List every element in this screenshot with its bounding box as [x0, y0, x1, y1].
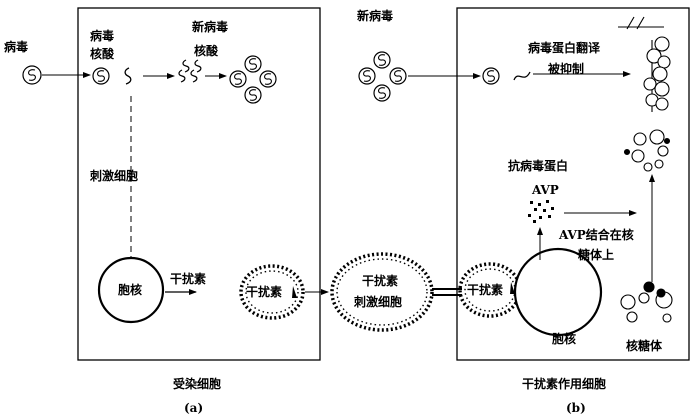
new-nucleic-acid-strands [178, 59, 202, 83]
nucleic-acid-strand [124, 67, 132, 85]
nucleic-acid-label: 核酸 [90, 46, 115, 61]
virus-particle-in-cell [92, 67, 110, 85]
translation-label-1: 病毒蛋白翻译 [528, 40, 601, 55]
interferon-cell-caption: 干扰素作用细胞 [522, 376, 606, 391]
stimulate-cell-label: 刺激细胞 [89, 168, 138, 183]
nucleus-a-label: 胞核 [118, 282, 142, 297]
translation-label-2: 被抑制 [548, 61, 584, 76]
ribosome-label: 核糖体 [626, 338, 663, 353]
ribosome-cluster-upper [623, 129, 671, 172]
avp-label: AVP [531, 183, 559, 197]
new-virus-cluster-a [229, 55, 277, 104]
avp-bind-label-2: 糖体上 [578, 247, 614, 262]
interferon-label-b1: 干扰素 [246, 284, 282, 299]
panel-a-caption: (a) [184, 401, 203, 415]
virus-in-cell-label: 病毒 [90, 28, 114, 43]
new-virus-label-a: 新病毒 [192, 19, 228, 34]
nucleic-acid-strand-b [513, 71, 531, 81]
antiviral-protein-label: 抗病毒蛋白 [508, 158, 568, 173]
nucleus-b-label: 胞核 [552, 331, 576, 346]
nucleus-b [513, 247, 603, 337]
interferon-stimulating-particle [330, 252, 434, 332]
interferon-label-b2: 干扰素 [362, 273, 398, 288]
infected-cell-caption: 受染细胞 [173, 376, 221, 391]
interferon-label-a: 干扰素 [170, 271, 206, 286]
new-virus-label-b: 新病毒 [357, 8, 393, 23]
interferon-label-b3: 干扰素 [467, 282, 503, 297]
new-virus-cluster-b [358, 51, 407, 102]
new-nucleic-acid-label: 核酸 [194, 43, 219, 58]
avp-particles [528, 200, 554, 223]
infected-cell-box [77, 7, 321, 361]
ribosome-cluster-lower [620, 281, 673, 323]
virus-particle-in-cell-b [482, 67, 500, 85]
stimulate-cell-label-b: 刺激细胞 [353, 294, 402, 309]
interferon-cell-box [456, 7, 690, 361]
virus-particle-incoming [22, 65, 42, 85]
avp-bind-label-1: AVP结合在核 [558, 227, 634, 242]
interferon-particle-1 [239, 264, 305, 320]
polysome-ribosomes [643, 36, 671, 111]
panel-b-caption: (b) [566, 401, 586, 415]
nucleus-a [97, 256, 165, 324]
virus-label: 病毒 [4, 39, 28, 54]
